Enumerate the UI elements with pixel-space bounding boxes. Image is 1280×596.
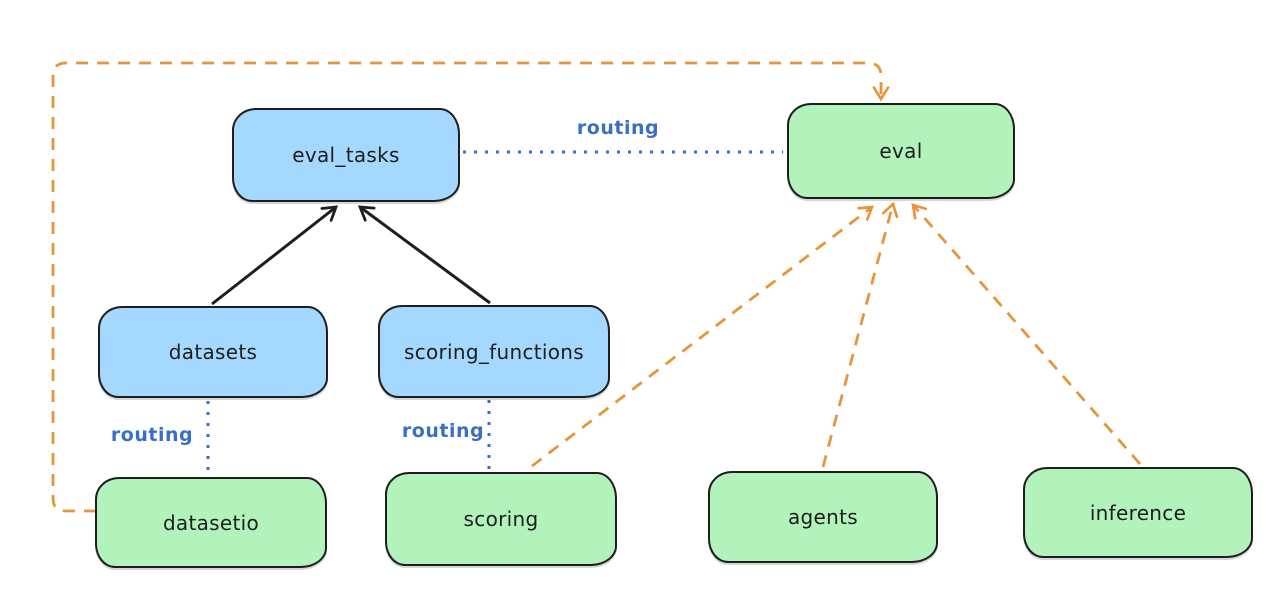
node-scoring: scoring	[385, 472, 617, 566]
edge-inference-to-eval	[911, 203, 1142, 465]
node-eval-label: eval	[879, 139, 923, 163]
node-scoring-functions: scoring_functions	[378, 305, 610, 398]
edge-datasets-to-eval_tasks	[211, 205, 339, 306]
routing-label-datasets-datasetio: routing	[110, 424, 194, 446]
routing-label-eval-tasks-eval: routing	[576, 117, 660, 139]
node-eval-tasks: eval_tasks	[232, 108, 460, 202]
node-datasetio-label: datasetio	[162, 510, 260, 535]
edge-agents-to-eval	[821, 201, 899, 468]
edge-scoring_functions-to-eval_tasks	[357, 205, 491, 305]
node-scoring-functions-label: scoring_functions	[403, 339, 585, 364]
node-inference: inference	[1023, 467, 1253, 558]
node-datasets-label: datasets	[168, 340, 258, 364]
edge-datasetio-to-eval	[51, 61, 890, 513]
node-datasets: datasets	[98, 306, 328, 398]
node-scoring-label: scoring	[463, 507, 539, 531]
node-inference-label: inference	[1089, 500, 1187, 525]
node-agents-label: agents	[788, 505, 858, 529]
node-eval-tasks-label: eval_tasks	[292, 143, 400, 167]
edge-scoring-to-eval	[531, 205, 874, 468]
routing-label-scoring-functions-scoring: routing	[401, 420, 485, 442]
node-agents: agents	[708, 471, 938, 563]
node-eval: eval	[787, 103, 1015, 199]
node-datasetio: datasetio	[95, 477, 327, 568]
